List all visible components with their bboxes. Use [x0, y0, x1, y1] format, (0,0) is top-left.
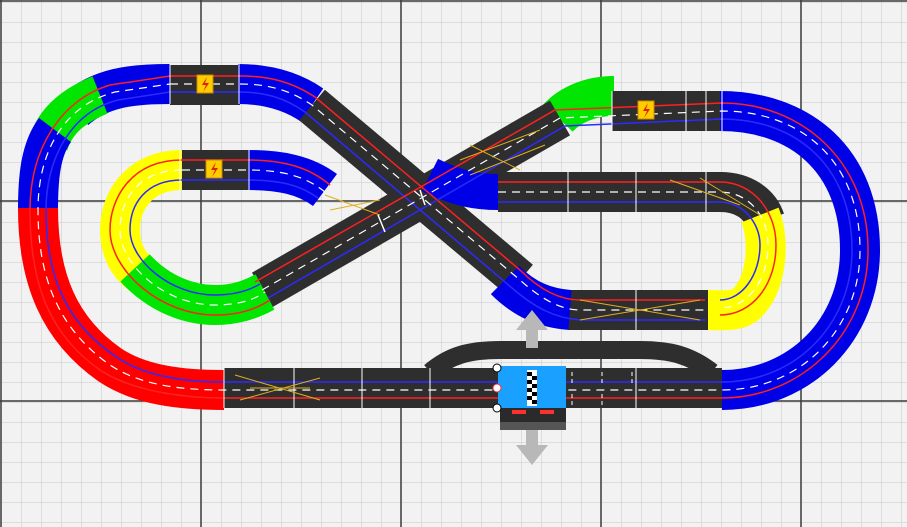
segment-dividers: [169, 64, 723, 408]
track-curve-yellow-right[interactable]: [704, 207, 786, 331]
selection-handle-top[interactable]: [492, 363, 502, 373]
power-connector-top-left[interactable]: [196, 74, 214, 94]
lane-dashes: [37, 83, 861, 391]
arrow-up-icon[interactable]: [516, 310, 548, 348]
track-curve-blue-crossover[interactable]: [421, 158, 499, 210]
power-connector-inner[interactable]: [205, 159, 223, 179]
lightning-bolt-icon: [643, 103, 650, 118]
rotate-handle-icon[interactable]: [492, 383, 502, 393]
selection-handle-bottom[interactable]: [492, 403, 502, 413]
track-curve-green-top-right[interactable]: [543, 76, 615, 133]
track-bypass-lane[interactable]: [424, 341, 718, 380]
arrow-down-icon[interactable]: [516, 430, 548, 465]
crossing-edges: [377, 189, 426, 233]
move-down-arrow[interactable]: [516, 430, 548, 465]
selected-station-piece[interactable]: [492, 363, 633, 430]
move-up-arrow[interactable]: [516, 310, 548, 348]
switch-markings: [234, 129, 761, 401]
track-straight-power-top-right[interactable]: [612, 91, 722, 131]
track-curve-blue-left[interactable]: [18, 118, 72, 211]
lightning-bolt-icon: [202, 77, 209, 92]
track-curve-blue-lower[interactable]: [490, 265, 573, 330]
lightning-bolt-icon: [211, 162, 218, 177]
lane-rails: [29, 75, 869, 399]
power-connector-top-right[interactable]: [637, 100, 655, 120]
track-curve-blue-top[interactable]: [237, 64, 324, 122]
